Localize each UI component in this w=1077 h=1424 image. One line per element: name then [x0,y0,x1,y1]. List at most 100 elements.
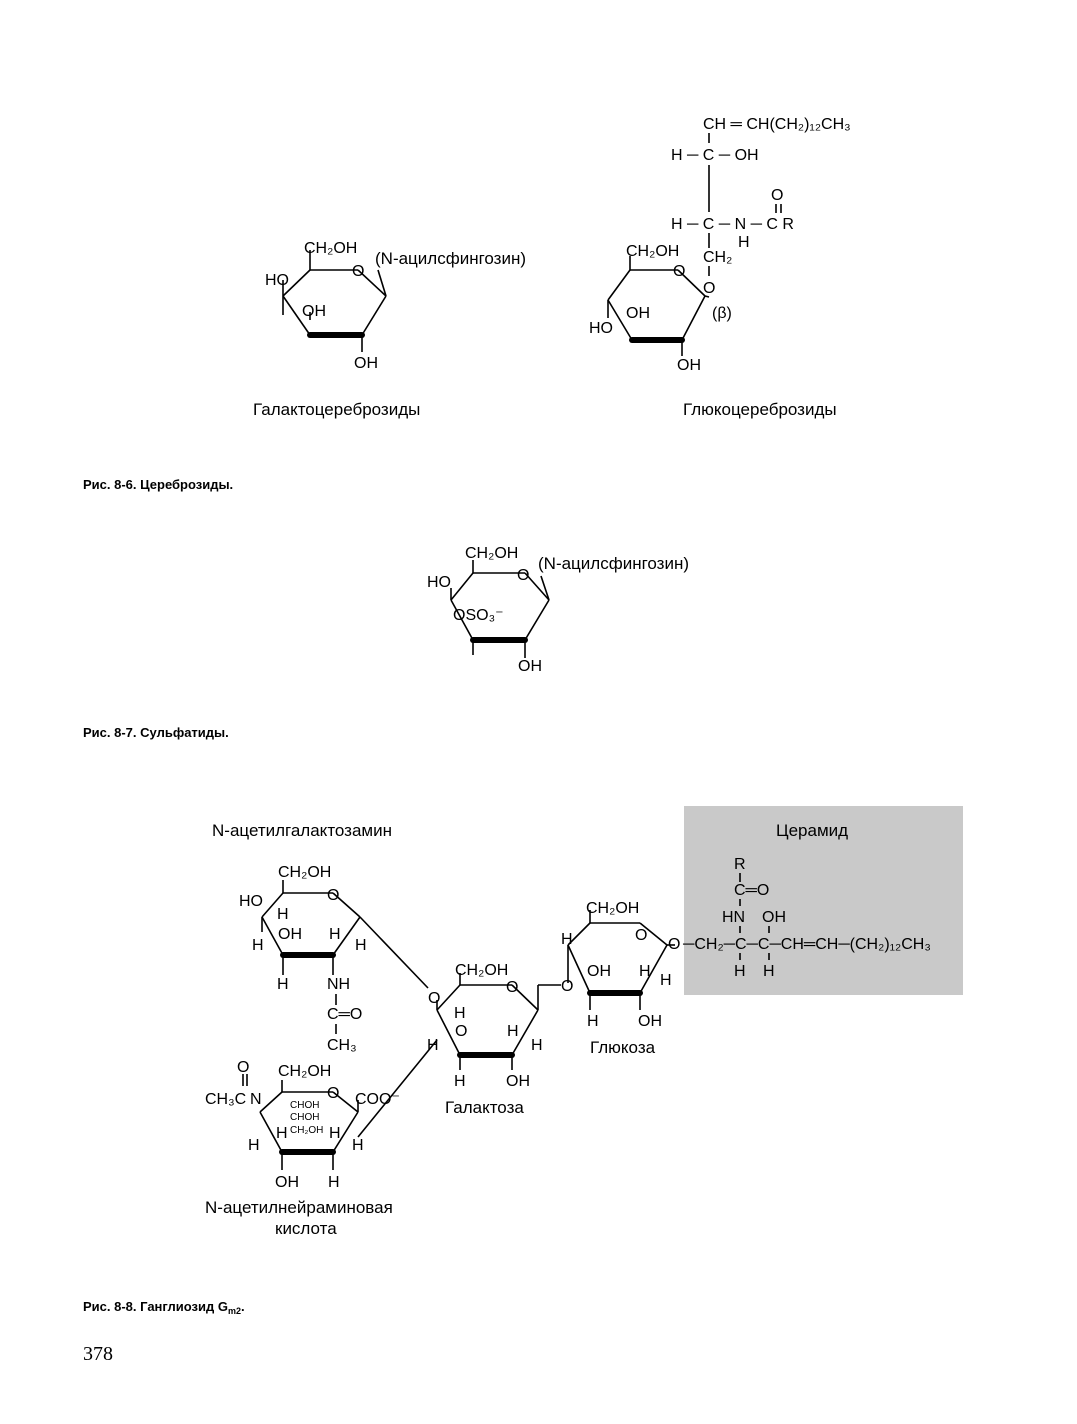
oh-label: OH [302,303,326,320]
glucocerebrosides-label: Глюкоцереброзиды [683,400,837,419]
ring-oxygen: O [517,567,529,584]
h-label: H [328,1174,340,1191]
neu5ac-label-line1: N-ацетилнейраминовая [205,1198,393,1217]
h-label: H [277,976,289,993]
nh-label: NH [327,976,350,993]
h-label: H [561,931,573,948]
ring-oxygen: O [352,263,364,280]
c-eq-o-label: C═O [327,1006,362,1023]
ring-oxygen: O [327,1085,339,1102]
galnac-label: N-ацетилгалактозамин [212,821,392,840]
figure-caption-8-8: Рис. 8-8. Ганглиозид Gm2. [83,1299,245,1316]
carbonyl-oxygen: O [771,187,783,204]
figure-caption-8-6: Рис. 8-6. Цереброзиды. [83,477,233,492]
h-label: H [248,1137,260,1154]
glycosidic-oxygen: O [703,280,715,297]
h-label: H [355,937,367,954]
oh-label: OH [762,909,786,926]
hn-label: HN [722,909,745,926]
n-acylsphingosine-label: (N-ацилсфингозин) [375,249,526,268]
h-c-n-c-r-label: H ─ C ─ N ─ C R [671,216,794,233]
h-label: H [252,937,264,954]
ceramide-chain-label: ─CH₂─C─C─CH═CH─(CH₂)₁₂CH₃ [682,936,931,953]
ceramide-box [684,806,963,995]
h-label: H [329,926,341,943]
beta-label: (β) [712,305,732,322]
h-label: H [329,1125,341,1142]
h-label: H [276,1125,288,1142]
oh-label: OH [506,1073,530,1090]
galactose-structure: CH₂OH O H O H H H H OH Галактоза [427,962,561,1117]
ho-label: HO [589,320,613,337]
oh-label: OH [587,963,611,980]
ch2oh-label: CH₂OH [586,900,639,917]
o-label: O [455,1023,467,1040]
h-label: H [587,1013,599,1030]
h-label: H [763,963,775,980]
h-label: H [639,963,651,980]
h-c-oh-label: H ─ C ─ OH [671,147,759,164]
ch2oh-label: CH₂OH [304,240,357,257]
glycosidic-oxygen: O [668,936,680,953]
h-label: H [454,1073,466,1090]
oh-label: OH [518,658,542,675]
ch2oh-label: CH₂OH [465,545,518,562]
ch2oh-label: CH₂OH [278,864,331,881]
ho-label: HO [239,893,263,910]
oh-label: OH [354,355,378,372]
ring-oxygen: O [635,927,647,944]
h-label: H [531,1037,543,1054]
oh-label: OH [677,357,701,374]
n-acetylneuraminic-acid-structure: O CH₃C N CH₂OH O COO⁻ CHOH CHOH CH₂OH H … [205,1059,400,1238]
galactocerebrosides-label: Галактоцереброзиды [253,400,420,419]
h-label: H [507,1023,519,1040]
ring-oxygen: O [327,887,339,904]
oh-label: OH [638,1013,662,1030]
ch3c-label: CH₃C [205,1091,246,1108]
page-number: 378 [83,1343,113,1365]
glucocerebroside-structure: CH ═ CH(CH₂)₁₂CH₃ H ─ C ─ OH O H ─ C ─ N… [589,116,851,419]
oh-label: OH [626,305,650,322]
nh-hydrogen: H [738,234,750,251]
chain-choh-label: CHOH [290,1100,319,1111]
glucose-label: Глюкоза [590,1038,656,1057]
coo-label: COO⁻ [355,1091,400,1108]
h-label: H [660,972,672,989]
sulfatide-structure: CH₂OH O HO OSO₃⁻ OH (N-ацилсфингозин) [427,545,689,675]
h-label: H [352,1137,364,1154]
oso3-label: OSO₃⁻ [453,607,504,624]
neu5ac-label-line2: кислота [275,1219,337,1238]
glycosidic-oxygen: O [561,978,573,995]
c-eq-o-label: C═O [734,882,769,899]
ho-label: HO [427,574,451,591]
r-label: R [734,856,746,873]
h-label: H [734,963,746,980]
carbonyl-oxygen: O [237,1059,249,1076]
h-label: H [454,1005,466,1022]
n-acetylgalactosamine-structure: N-ацетилгалактозамин CH₂OH O HO H OH H H… [212,821,392,1054]
chain-ch2oh-label: CH₂OH [290,1125,323,1136]
galactocerebroside-structure: CH₂OH O HO OH OH (N-ацилсфингозин) Галак… [253,240,526,419]
glucose-structure: CH₂OH O H OH H H H OH O Глюкоза [561,900,680,1057]
oh-label: OH [278,926,302,943]
n-label: N [250,1091,262,1108]
oh-label: OH [275,1174,299,1191]
ceramide-label: Церамид [776,821,848,840]
n-acylsphingosine-label: (N-ацилсфингозин) [538,554,689,573]
chain-choh-label: CHOH [290,1112,319,1123]
ho-label: HO [265,272,289,289]
ch2oh-label: CH₂OH [455,962,508,979]
figure-caption-8-7: Рис. 8-7. Сульфатиды. [83,725,229,740]
ch3-label: CH₃ [327,1037,357,1054]
h-label: H [277,906,289,923]
ring-oxygen: O [506,979,518,996]
ch2-label: CH₂ [703,249,732,266]
sphingosine-chain-label: CH ═ CH(CH₂)₁₂CH₃ [703,116,851,133]
ring-oxygen: O [673,263,685,280]
ch2oh-label: CH₂OH [626,243,679,260]
glycosidic-oxygen: O [428,990,440,1007]
galactose-label: Галактоза [445,1098,524,1117]
ceramide-structure: R C═O HN OH ─CH₂─C─C─CH═CH─(CH₂)₁₂CH₃ H … [682,856,931,980]
ch2oh-label: CH₂OH [278,1063,331,1080]
